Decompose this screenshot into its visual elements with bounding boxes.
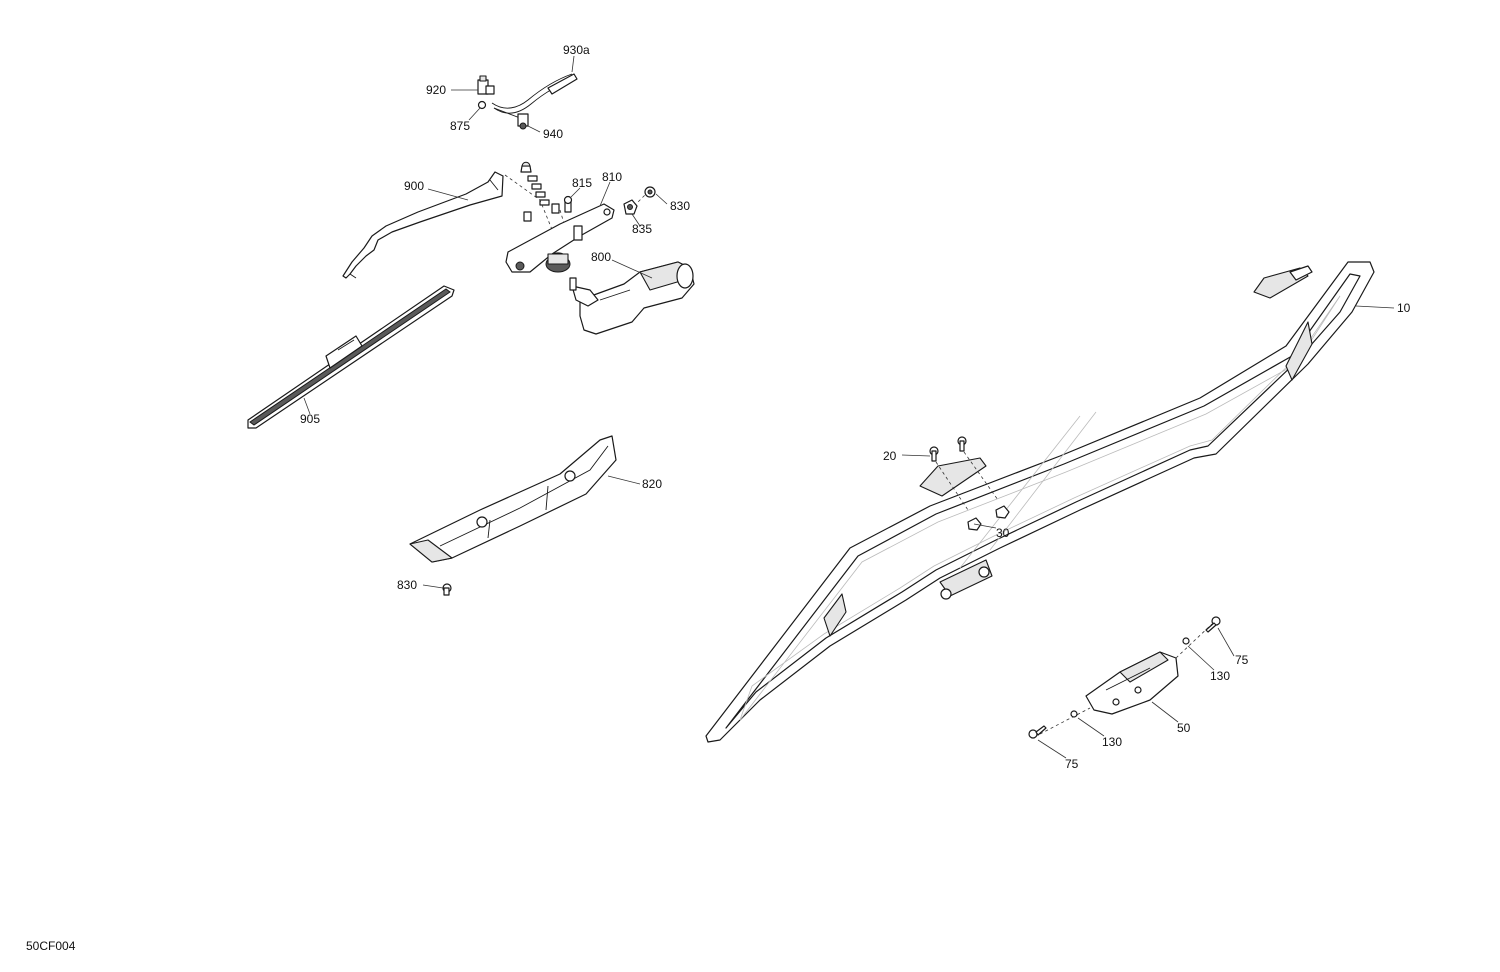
callout-20: 20: [883, 449, 897, 463]
wiper-motor-800[interactable]: [569, 261, 695, 335]
callout-75-upper: 75: [1235, 653, 1249, 667]
grommet[interactable]: [545, 252, 571, 273]
callout-905: 905: [300, 412, 320, 426]
washer-130-lower[interactable]: [1070, 710, 1078, 718]
nut-cap[interactable]: [520, 161, 532, 173]
callout-810: 810: [602, 170, 622, 184]
callout-875: 875: [450, 119, 470, 133]
callout-50: 50: [1177, 721, 1191, 735]
callout-30: 30: [996, 526, 1010, 540]
callout-130-lower: 130: [1102, 735, 1122, 749]
callout-900: 900: [404, 179, 424, 193]
callout-940: 940: [543, 127, 563, 141]
callout-75-lower: 75: [1065, 757, 1079, 771]
leader-lines: [303, 55, 1395, 759]
callout-820: 820: [642, 477, 662, 491]
washer-130-upper[interactable]: [1182, 637, 1190, 645]
screw-830-cover[interactable]: [442, 583, 452, 596]
callout-830-lower: 830: [397, 578, 417, 592]
spring-stack[interactable]: [527, 175, 550, 206]
screw-830[interactable]: [644, 186, 656, 198]
bolt-815[interactable]: [563, 195, 573, 213]
clip-875[interactable]: [477, 100, 487, 110]
bolt-75-upper[interactable]: [1205, 616, 1221, 633]
bracket-810[interactable]: [505, 203, 615, 273]
callout-815: 815: [572, 176, 592, 190]
bolt-75-lower[interactable]: [1028, 725, 1047, 739]
drawing-id: 50CF004: [26, 939, 76, 953]
wiper-blade-905[interactable]: [247, 285, 455, 429]
nut-835[interactable]: [623, 199, 638, 215]
callout-130-upper: 130: [1210, 669, 1230, 683]
mount-bracket-50[interactable]: [1085, 651, 1179, 715]
callout-labels: 930a 920 875 940 900 815 810 830 835 800…: [300, 43, 1411, 771]
screw-20[interactable]: [929, 436, 967, 462]
callout-800: 800: [591, 250, 611, 264]
motor-cover-820[interactable]: [409, 435, 617, 563]
callout-830-upper: 830: [670, 199, 690, 213]
washer-hose-930a[interactable]: [491, 73, 578, 114]
spacer[interactable]: [523, 203, 560, 222]
callout-930a: 930a: [563, 43, 590, 57]
callout-835: 835: [632, 222, 652, 236]
connector-940[interactable]: [493, 107, 529, 130]
nozzle-920[interactable]: [477, 75, 495, 95]
callout-10: 10: [1397, 301, 1411, 315]
callout-920: 920: [426, 83, 446, 97]
windshield-frame-10[interactable]: [705, 261, 1375, 743]
